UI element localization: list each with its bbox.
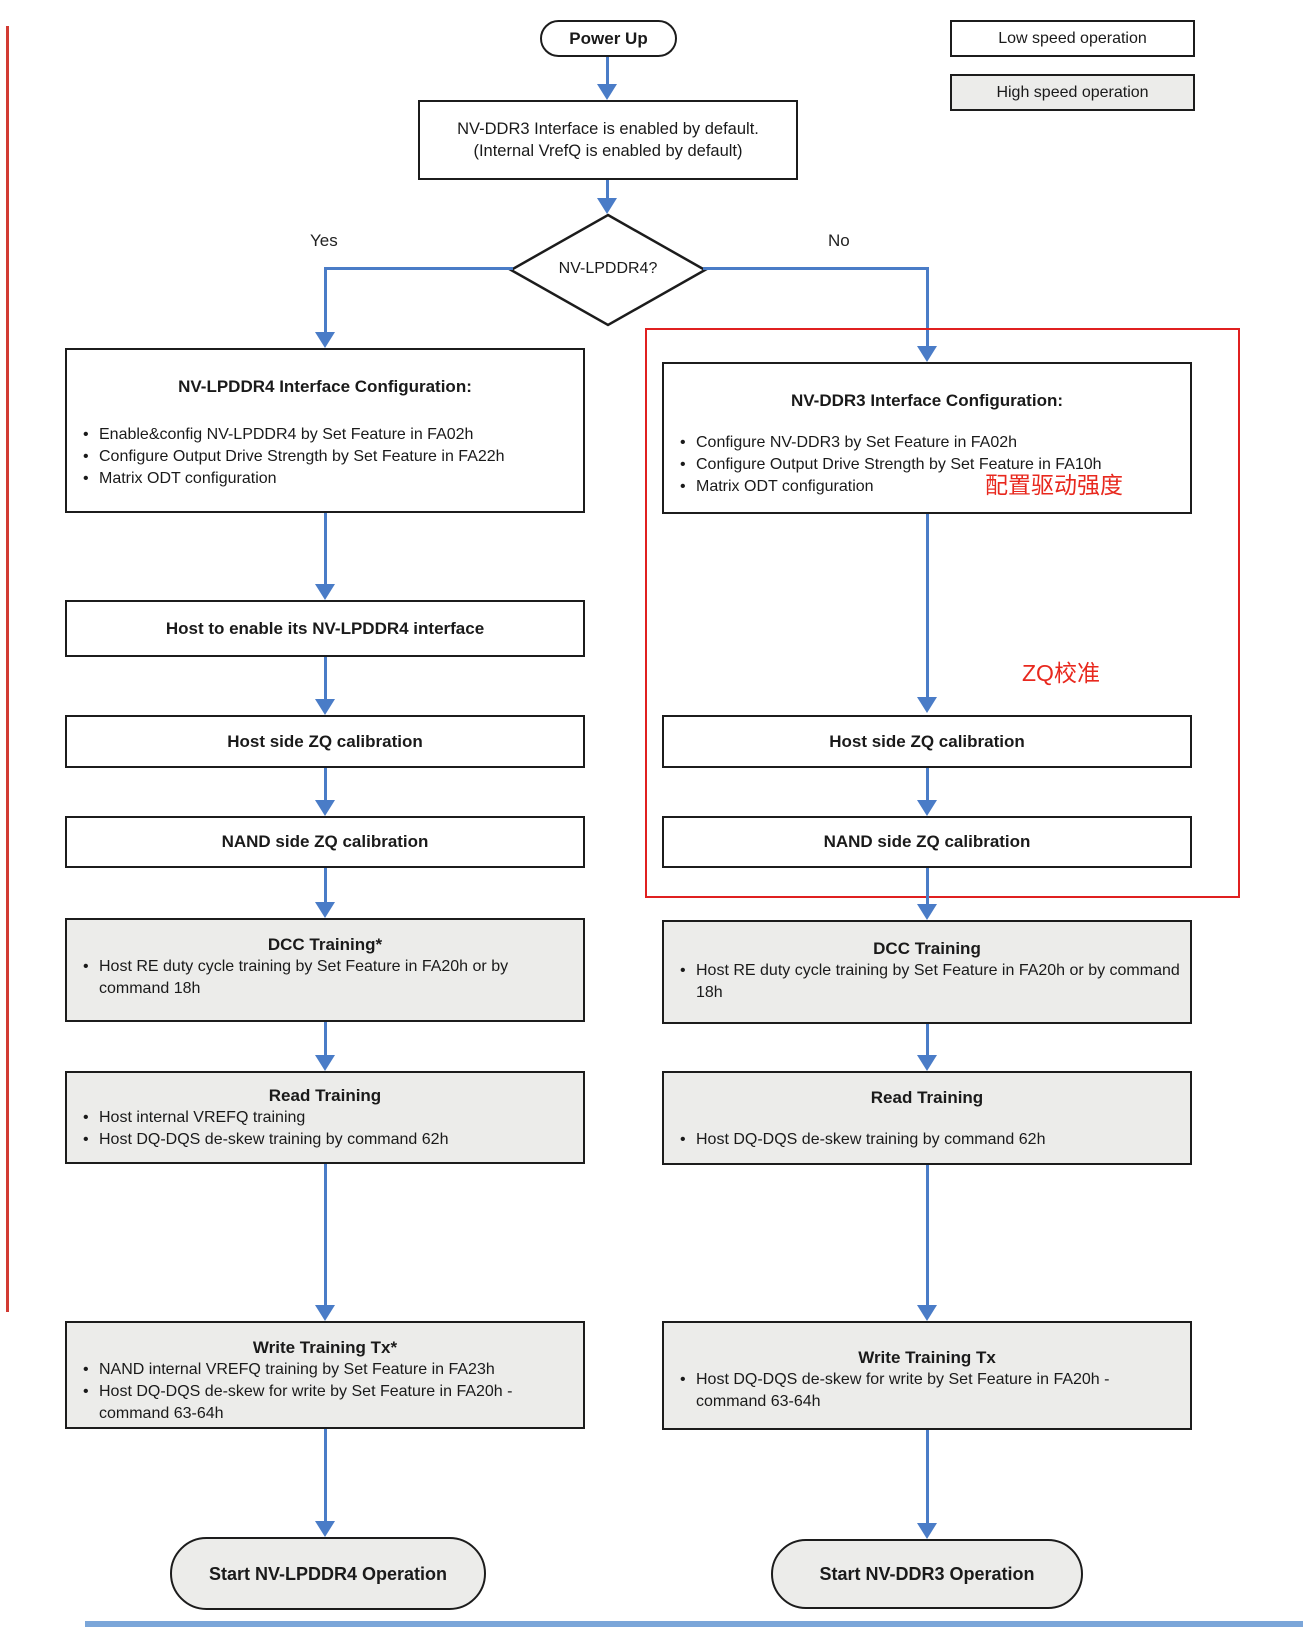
nand-zq-box-right: NAND side ZQ calibration xyxy=(662,816,1192,868)
start-ddr3-label: Start NV-DDR3 Operation xyxy=(819,1564,1035,1584)
flow-arrow-head xyxy=(917,1305,937,1321)
write-left-title: Write Training Tx* xyxy=(252,1338,398,1357)
legend-low-speed-label: Low speed operation xyxy=(998,29,1147,47)
dcc-right-title: DCC Training xyxy=(873,939,981,958)
write-training-box-left: Write Training Tx* NAND internal VREFQ t… xyxy=(65,1321,585,1429)
default-state-box: NV-DDR3 Interface is enabled by default.… xyxy=(418,100,798,180)
host-zq-box-left: Host side ZQ calibration xyxy=(65,715,585,768)
nand-zq-left-label: NAND side ZQ calibration xyxy=(221,832,429,851)
lpddr4-config-box: NV-LPDDR4 Interface Configuration: Enabl… xyxy=(65,348,585,513)
read-training-box-left: Read Training Host internal VREFQ traini… xyxy=(65,1071,585,1164)
flow-arrow-head xyxy=(315,699,335,715)
lpddr4-config-bullet: Matrix ODT configuration xyxy=(77,468,577,490)
ddr3-config-bullet: Matrix ODT configuration xyxy=(674,476,1184,498)
nand-zq-box-left: NAND side ZQ calibration xyxy=(65,816,585,868)
start-ddr3-terminator: Start NV-DDR3 Operation xyxy=(771,1539,1083,1609)
flow-arrow-head xyxy=(917,1055,937,1071)
host-zq-box-right: Host side ZQ calibration xyxy=(662,715,1192,768)
flow-arrow-head xyxy=(917,800,937,816)
write-right-title: Write Training Tx xyxy=(858,1348,996,1367)
legend-high-speed: High speed operation xyxy=(950,74,1195,111)
yes-branch-label: Yes xyxy=(310,231,338,250)
nand-zq-right-label: NAND side ZQ calibration xyxy=(823,832,1031,851)
flow-arrow-line xyxy=(323,1429,327,1523)
lpddr4-config-bullet: Configure Output Drive Strength by Set F… xyxy=(77,446,577,468)
flow-arrow-head xyxy=(315,1521,335,1537)
no-branch-label: No xyxy=(828,231,850,250)
host-zq-left-label: Host side ZQ calibration xyxy=(227,731,423,751)
write-left-bullet: Host DQ-DQS de-skew for write by Set Fea… xyxy=(77,1381,577,1425)
write-training-box-right: Write Training Tx Host DQ-DQS de-skew fo… xyxy=(662,1321,1192,1430)
legend-low-speed: Low speed operation xyxy=(950,20,1195,57)
decision-diamond: NV-LPDDR4? xyxy=(508,212,708,328)
flow-arrow-line xyxy=(925,768,929,802)
flow-arrow-line xyxy=(323,657,327,701)
flow-arrow-line xyxy=(606,57,609,86)
diamond-shape xyxy=(508,213,708,327)
annotation-drive-strength: 配置驱动强度 xyxy=(985,472,1123,498)
dcc-left-title: DCC Training* xyxy=(267,935,383,954)
host-enable-box: Host to enable its NV-LPDDR4 interface xyxy=(65,600,585,657)
read-left-bullet: Host DQ-DQS de-skew training by command … xyxy=(77,1129,577,1151)
read-right-bullet: Host DQ-DQS de-skew training by command … xyxy=(674,1129,1184,1151)
flow-arrow-head xyxy=(315,1055,335,1071)
read-left-bullet: Host internal VREFQ training xyxy=(77,1107,577,1129)
start-lpddr4-terminator: Start NV-LPDDR4 Operation xyxy=(170,1537,486,1610)
bottom-crop-line xyxy=(85,1621,1303,1627)
flow-arrow-head xyxy=(315,584,335,600)
start-lpddr4-label: Start NV-LPDDR4 Operation xyxy=(208,1563,448,1584)
flow-arrow-head xyxy=(315,800,335,816)
ddr3-config-box: NV-DDR3 Interface Configuration: Configu… xyxy=(662,362,1192,514)
flow-arrow-line xyxy=(323,868,327,904)
ddr3-config-bullet: Configure NV-DDR3 by Set Feature in FA02… xyxy=(674,432,1184,454)
flow-arrow-line xyxy=(925,1430,929,1525)
flow-arrow-line xyxy=(323,1164,327,1307)
flow-arrow-line xyxy=(606,180,609,200)
write-left-bullet: NAND internal VREFQ training by Set Feat… xyxy=(77,1359,577,1381)
red-highlight-rect xyxy=(645,328,1240,898)
read-right-title: Read Training xyxy=(870,1088,984,1107)
decision-label: NV-LPDDR4? xyxy=(558,260,658,277)
flow-arrow-line xyxy=(323,513,327,586)
flow-arrow-head xyxy=(597,198,617,214)
default-state-line2: (Internal VrefQ is enabled by default) xyxy=(473,142,743,160)
read-left-title: Read Training xyxy=(268,1086,382,1105)
dcc-right-bullet: Host RE duty cycle training by Set Featu… xyxy=(674,960,1184,1004)
flow-arrow-head xyxy=(917,904,937,920)
annotation-zq-calibration: ZQ校准 xyxy=(1022,660,1100,686)
host-zq-right-label: Host side ZQ calibration xyxy=(829,731,1025,751)
dcc-training-box-left: DCC Training* Host RE duty cycle trainin… xyxy=(65,918,585,1022)
host-enable-label: Host to enable its NV-LPDDR4 interface xyxy=(165,618,485,638)
flow-arrow-line xyxy=(323,1022,327,1057)
lpddr4-config-title: NV-LPDDR4 Interface Configuration: xyxy=(178,377,472,396)
flow-arrow-line xyxy=(925,868,929,906)
legend-high-speed-label: High speed operation xyxy=(996,83,1149,101)
dcc-training-box-right: DCC Training Host RE duty cycle training… xyxy=(662,920,1192,1024)
flow-arrow-head xyxy=(315,1305,335,1321)
flow-arrow-head xyxy=(597,84,617,100)
no-branch-arrow-head xyxy=(917,346,937,362)
no-branch-line xyxy=(925,267,929,348)
write-right-bullet: Host DQ-DQS de-skew for write by Set Fea… xyxy=(674,1369,1184,1413)
lpddr4-config-bullet: Enable&config NV-LPDDR4 by Set Feature i… xyxy=(77,424,577,446)
dcc-left-bullet: Host RE duty cycle training by Set Featu… xyxy=(77,956,577,1000)
flow-arrow-head xyxy=(917,1523,937,1539)
no-branch-line xyxy=(703,267,927,270)
default-state-line1: NV-DDR3 Interface is enabled by default. xyxy=(457,120,759,138)
start-label: Power Up xyxy=(569,28,648,48)
flow-arrow-head xyxy=(315,902,335,918)
read-training-box-right: Read Training Host DQ-DQS de-skew traini… xyxy=(662,1071,1192,1165)
ddr3-config-title: NV-DDR3 Interface Configuration: xyxy=(790,391,1064,410)
flow-arrow-head xyxy=(917,697,937,713)
flow-arrow-line xyxy=(925,514,929,699)
start-terminator: Power Up xyxy=(540,20,677,57)
ddr3-config-bullet: Configure Output Drive Strength by Set F… xyxy=(674,454,1184,476)
yes-branch-arrow-head xyxy=(315,332,335,348)
left-margin-red-line xyxy=(6,26,9,1312)
yes-branch-line xyxy=(325,267,513,270)
flow-arrow-line xyxy=(925,1165,929,1307)
yes-branch-line xyxy=(323,267,327,334)
flow-arrow-line xyxy=(323,768,327,802)
flow-arrow-line xyxy=(925,1024,929,1057)
